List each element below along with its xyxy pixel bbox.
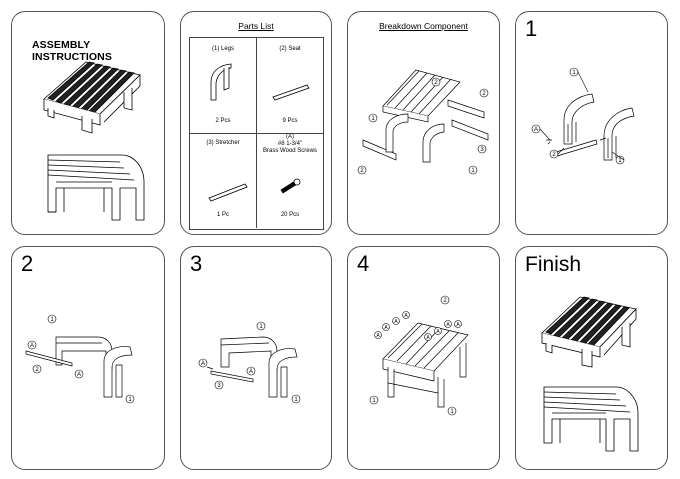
step-1-number: 1 bbox=[525, 16, 538, 41]
svg-text:A: A bbox=[426, 335, 430, 341]
part-seat-label: (2) Seat bbox=[279, 46, 301, 52]
svg-text:1: 1 bbox=[294, 397, 298, 403]
callout-1a: 1 bbox=[371, 116, 375, 122]
svg-text:1: 1 bbox=[450, 409, 454, 415]
finish-title: Finish bbox=[525, 253, 582, 276]
part-screws-label-1: (A) bbox=[286, 134, 294, 140]
panel-finish: Finish bbox=[515, 246, 668, 470]
callout-2a: 2 bbox=[434, 80, 438, 86]
svg-text:1: 1 bbox=[50, 317, 54, 323]
part-screws-label-2: #8 1-3/4" bbox=[277, 141, 303, 147]
svg-text:2: 2 bbox=[443, 298, 447, 304]
step-2-number: 2 bbox=[21, 251, 34, 276]
ottoman-overview-drawing bbox=[43, 61, 145, 221]
finish-drawing bbox=[541, 296, 639, 452]
part-screws-qty: 20 Pcs bbox=[280, 212, 300, 218]
svg-text:A: A bbox=[249, 369, 253, 375]
svg-text:3: 3 bbox=[217, 383, 221, 389]
panel-breakdown: Breakdown Component 2 2 1 3 2 1 bbox=[347, 11, 500, 235]
step-4-drawing: 2 1 1 A A A A A A A A bbox=[369, 295, 469, 416]
panel-step-4: 4 2 1 1 A A A A A A A A bbox=[347, 246, 500, 470]
grid-divider-vertical bbox=[256, 37, 257, 228]
svg-text:2: 2 bbox=[35, 367, 39, 373]
step-2-drawing: 1 A 2 A 1 bbox=[25, 314, 135, 404]
callout-2b: 2 bbox=[482, 91, 486, 97]
part-screws-label-3: Brass Wood Screws bbox=[263, 148, 317, 154]
panel-parts-list: Parts List (1) Legs (2) Seat 2 Pcs 9 Pcs… bbox=[180, 11, 332, 235]
svg-text:A: A bbox=[201, 361, 205, 367]
svg-text:1: 1 bbox=[572, 70, 576, 76]
part-legs-label: (1) Legs bbox=[211, 46, 234, 52]
part-seat-qty: 9 Pcs bbox=[282, 118, 298, 124]
panel-step-1: 1 1 A 2 1 bbox=[515, 11, 668, 235]
svg-text:A: A bbox=[376, 333, 380, 339]
assembly-instructions-title: ASSEMBLY INSTRUCTIONS bbox=[32, 39, 112, 63]
panel-step-2: 2 1 A 2 A 1 bbox=[11, 246, 165, 470]
step-1-drawing: 1 A 2 1 bbox=[531, 67, 635, 165]
parts-list-title: Parts List bbox=[238, 21, 274, 31]
svg-text:A: A bbox=[456, 322, 460, 328]
callout-2c: 2 bbox=[360, 168, 364, 174]
svg-text:A: A bbox=[404, 313, 408, 319]
part-legs-qty: 2 Pcs bbox=[215, 118, 231, 124]
breakdown-title: Breakdown Component bbox=[379, 21, 468, 31]
step-3-number: 3 bbox=[190, 251, 203, 276]
step-4-number: 4 bbox=[357, 251, 370, 276]
step-3-drawing: 1 A 3 A 1 bbox=[198, 321, 301, 404]
svg-text:A: A bbox=[436, 329, 440, 335]
panel-step-3: 3 1 A 3 A 1 bbox=[180, 246, 332, 470]
svg-text:2: 2 bbox=[552, 152, 556, 158]
svg-text:1: 1 bbox=[372, 398, 376, 404]
svg-text:A: A bbox=[446, 322, 450, 328]
svg-text:1: 1 bbox=[128, 397, 132, 403]
parts-drawings bbox=[208, 63, 310, 202]
svg-text:A: A bbox=[384, 325, 388, 331]
breakdown-drawing: 2 2 1 3 2 1 bbox=[357, 69, 489, 175]
svg-text:1: 1 bbox=[259, 324, 263, 330]
svg-text:1: 1 bbox=[618, 158, 622, 164]
panel-overview: ASSEMBLY INSTRUCTIONS bbox=[11, 11, 165, 235]
part-stretcher-qty: 1 Pc bbox=[216, 212, 229, 218]
grid-divider-horizontal bbox=[189, 133, 323, 134]
part-stretcher-label: (3) Stretcher bbox=[206, 140, 240, 146]
svg-text:A: A bbox=[394, 319, 398, 325]
svg-text:A: A bbox=[534, 127, 538, 133]
callout-3: 3 bbox=[480, 147, 484, 153]
callout-1b: 1 bbox=[471, 168, 475, 174]
svg-text:A: A bbox=[30, 343, 34, 349]
svg-text:A: A bbox=[77, 372, 81, 378]
